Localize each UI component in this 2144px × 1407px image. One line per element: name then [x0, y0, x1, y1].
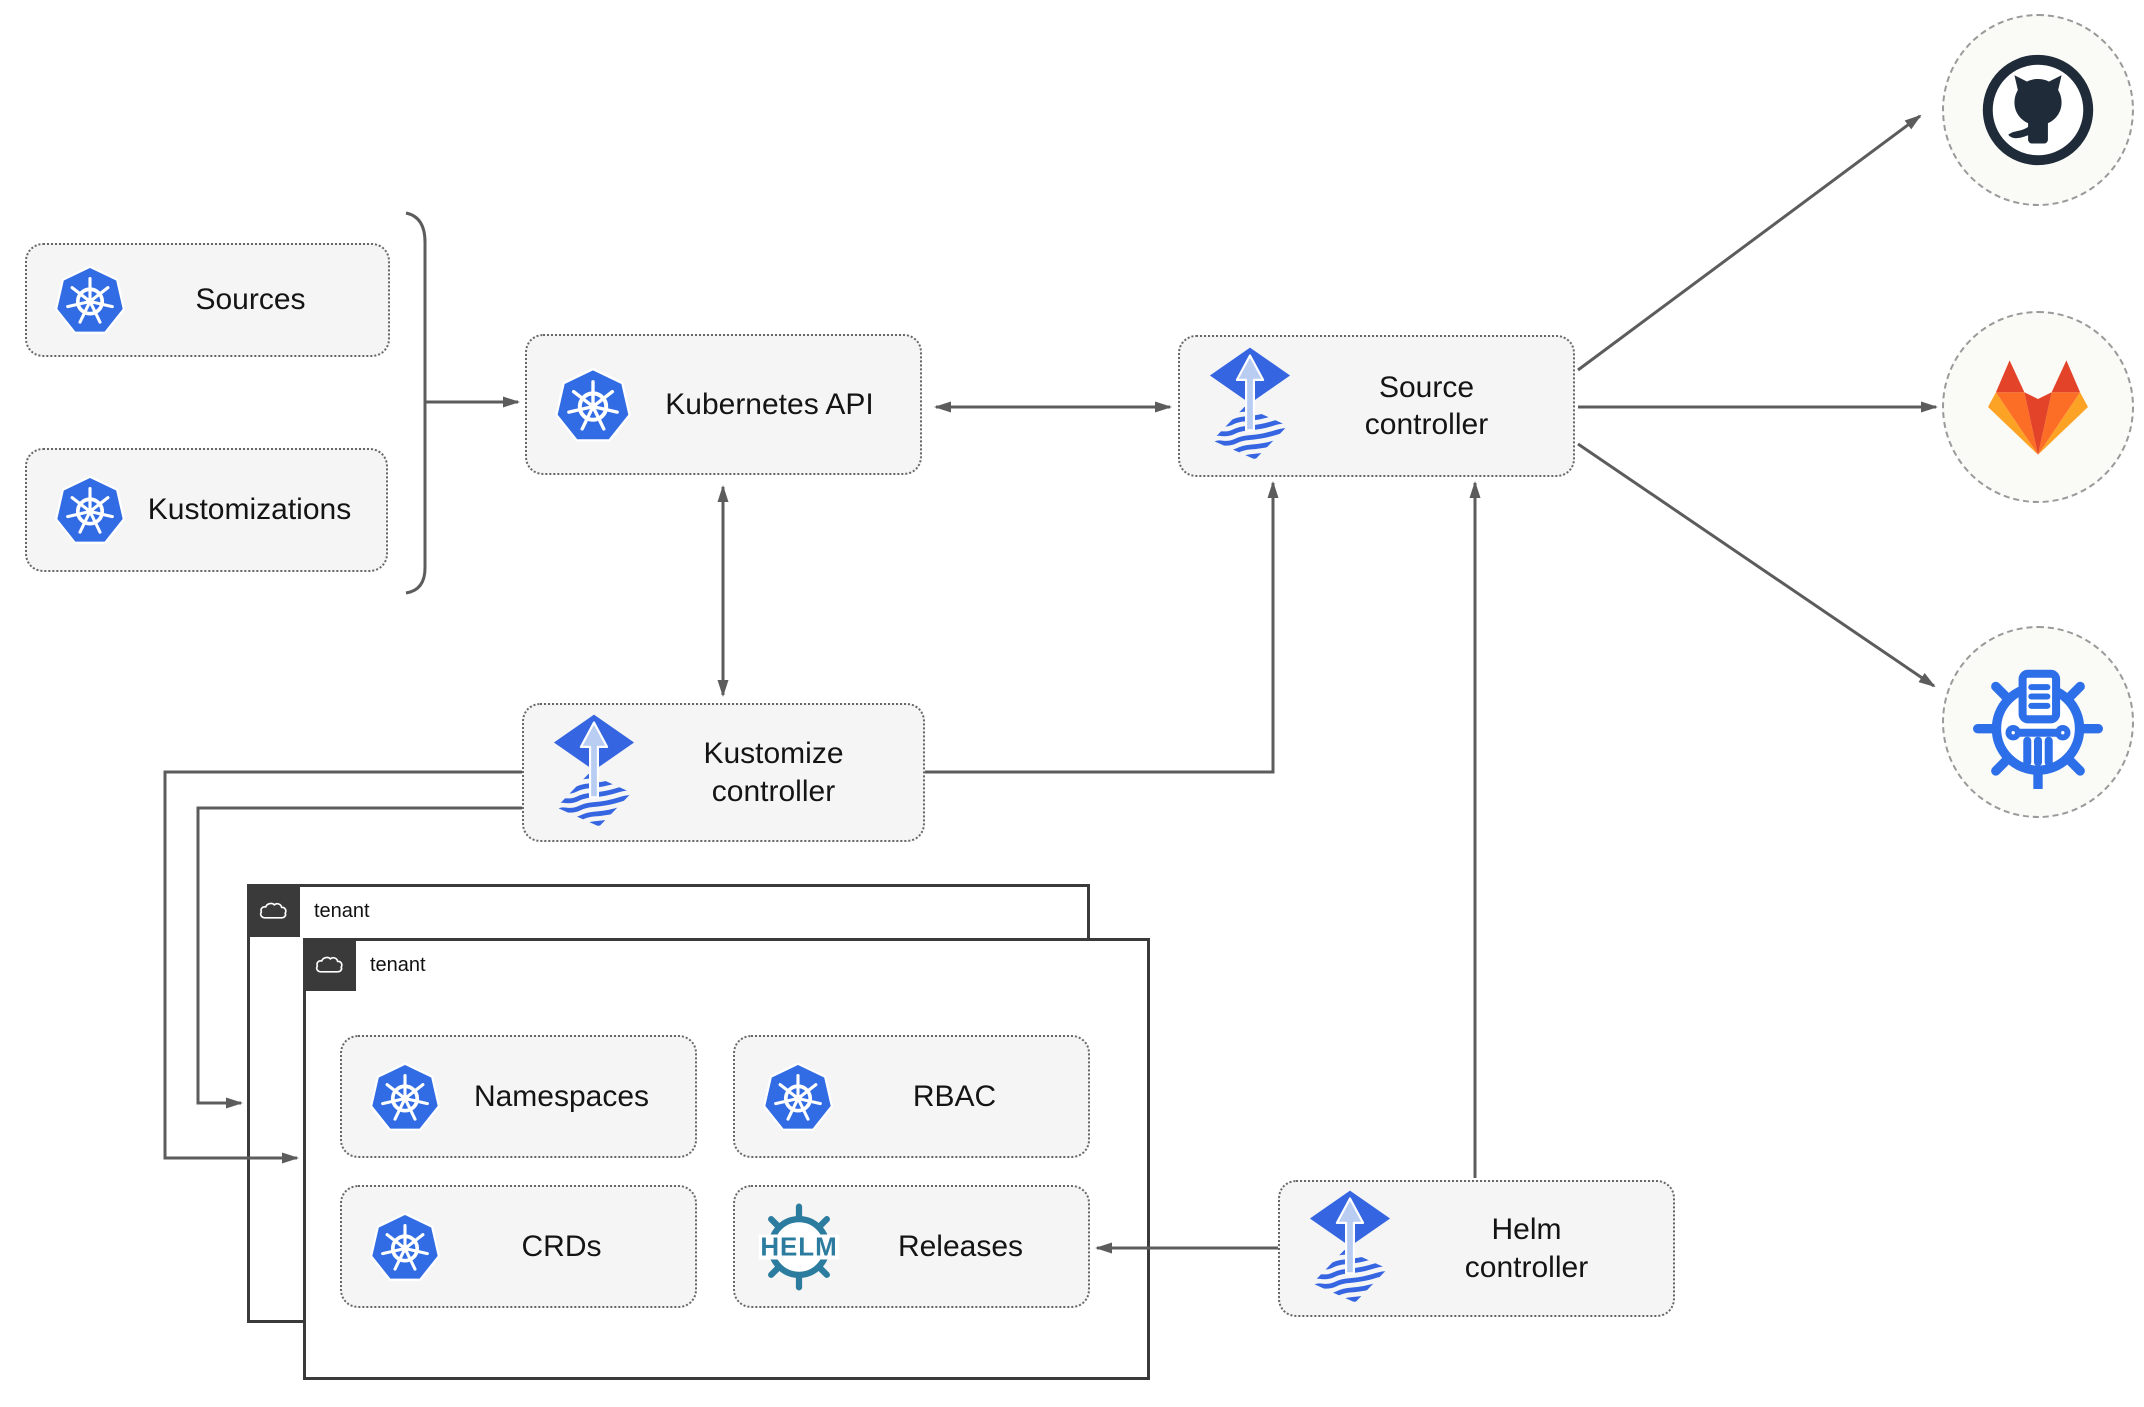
- cloud-icon: [315, 956, 343, 973]
- tenant-inner-group: tenant: [303, 938, 1150, 1380]
- kubernetes-icon: [53, 263, 127, 337]
- node-label: RBAC: [912, 1079, 997, 1113]
- kubernetes-icon: [53, 473, 127, 547]
- tenant-outer-label: tenant: [314, 900, 370, 922]
- node-label: Kustomizations: [147, 493, 352, 526]
- kubernetes-icon: [368, 1060, 442, 1134]
- gitlab-icon: [1988, 360, 2088, 455]
- edge-kustomize-controller-to-source-controller: [925, 481, 1279, 774]
- github-icon: [1976, 48, 2100, 172]
- flux-icon: [1206, 345, 1294, 467]
- github-endpoint: [1942, 14, 2134, 206]
- sources-node: Sources: [25, 243, 390, 357]
- node-label: Helm controller: [1464, 1213, 1589, 1284]
- node-label: Source controller: [1364, 370, 1489, 442]
- kustomize-controller-node: Kustomize controller: [522, 703, 925, 842]
- node-label: Sources: [195, 283, 306, 316]
- chartmuseum-endpoint: [1942, 626, 2134, 818]
- crds-node: CRDs: [340, 1185, 697, 1308]
- kubernetes-api-node: Kubernetes API: [525, 334, 922, 475]
- kubernetes-icon: [553, 365, 633, 445]
- edge-bracket: [405, 211, 427, 595]
- edge-source-controller-to-chartmuseum: [1577, 442, 1936, 688]
- gitlab-endpoint: [1942, 311, 2134, 503]
- helm-logo-text: HELM: [760, 1233, 837, 1261]
- kustomizations-node: Kustomizations: [25, 448, 388, 572]
- rbac-node: RBAC: [733, 1035, 1090, 1158]
- cloud-icon: [259, 902, 287, 919]
- tenant-inner-label: tenant: [370, 954, 426, 976]
- node-label: Namespaces: [473, 1079, 650, 1113]
- edge-source-controller-to-github: [1577, 114, 1922, 372]
- node-label: Releases: [897, 1229, 1024, 1263]
- source-controller-node: Source controller: [1178, 335, 1575, 477]
- node-label: CRDs: [521, 1229, 602, 1263]
- flux-icon: [1306, 1188, 1394, 1310]
- kubernetes-icon: [761, 1060, 835, 1134]
- helm-icon: HELM: [751, 1199, 847, 1295]
- flux-icon: [550, 712, 638, 834]
- helm-controller-node: Helm controller: [1278, 1180, 1675, 1317]
- kubernetes-icon: [368, 1210, 442, 1284]
- node-label: Kustomize controller: [703, 737, 844, 808]
- node-label: Kubernetes API: [665, 387, 874, 421]
- chartmuseum-icon: [1971, 655, 2105, 789]
- namespaces-node: Namespaces: [340, 1035, 697, 1158]
- releases-node: HELM Releases: [733, 1185, 1090, 1308]
- tenant-inner-header: [303, 938, 356, 991]
- tenant-outer-header: [247, 884, 300, 937]
